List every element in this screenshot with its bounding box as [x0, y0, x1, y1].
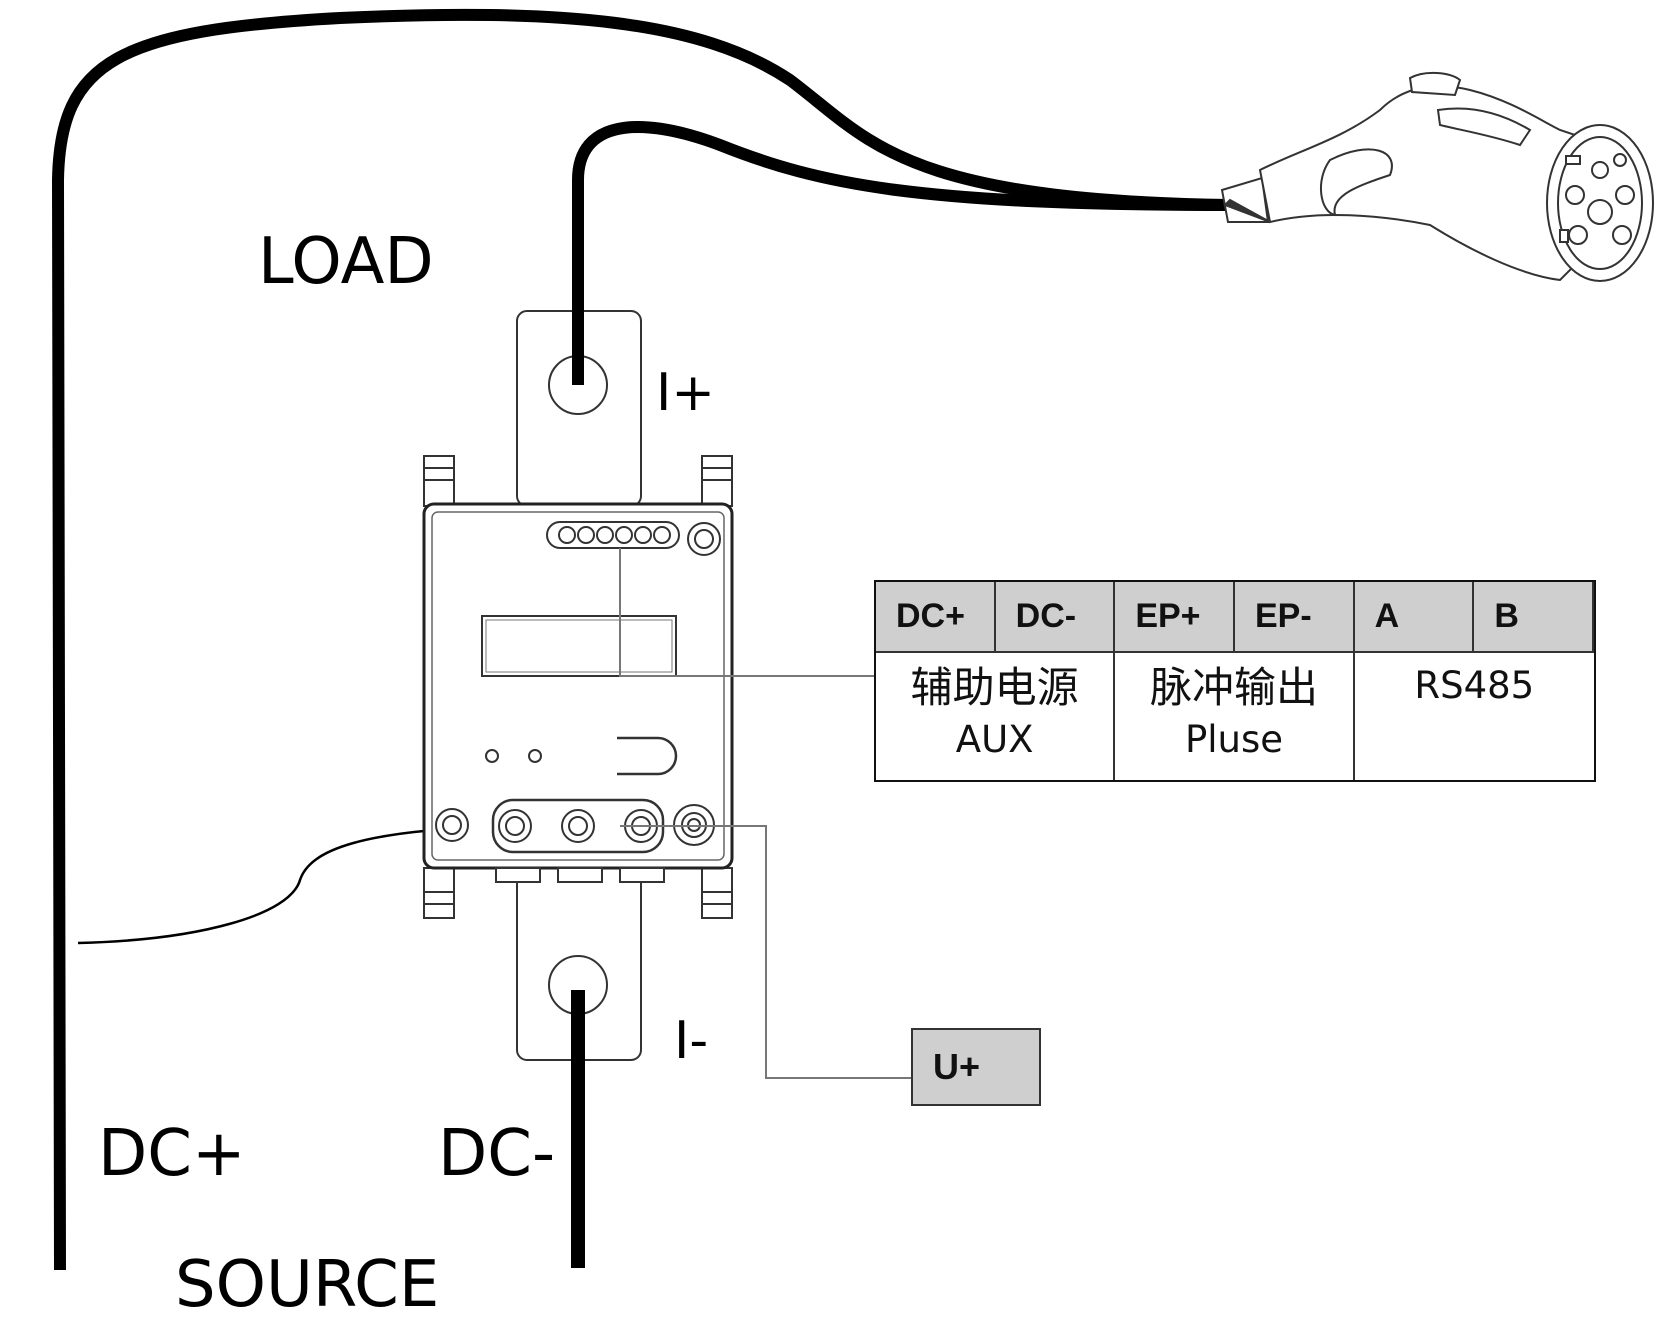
- button-outline: [617, 736, 678, 776]
- aux-thin-wire: [77, 824, 511, 945]
- group-rs485-en: RS485: [1414, 664, 1535, 707]
- header-dc-plus: DC+: [876, 582, 996, 653]
- header-b: B: [1474, 582, 1594, 653]
- meter-body: [422, 502, 734, 883]
- voltage-terminal-u-plus: U+: [911, 1028, 1041, 1106]
- load-label: LOAD: [258, 225, 434, 299]
- header-ep-plus: EP+: [1115, 582, 1235, 653]
- display-window: [481, 615, 677, 677]
- group-rs485: RS485: [1355, 653, 1594, 780]
- charging-plug-icon: [1220, 72, 1654, 282]
- dc-minus-label: DC-: [438, 1117, 555, 1191]
- i-minus-label: I-: [674, 1011, 708, 1071]
- dc-plus-label: DC+: [98, 1117, 246, 1191]
- dc-plus-cable: [51, 8, 1231, 1271]
- header-ep-minus: EP-: [1234, 582, 1355, 653]
- group-pulse-en: Pluse: [1184, 718, 1284, 761]
- group-pulse: 脉冲输出 Pluse: [1115, 653, 1355, 780]
- load-cable: [572, 121, 1231, 385]
- header-dc-minus: DC-: [995, 582, 1116, 653]
- group-aux: 辅助电源 AUX: [876, 653, 1116, 780]
- group-aux-cn: 辅助电源: [910, 663, 1079, 712]
- i-plus-label: I+: [656, 363, 715, 423]
- header-a: A: [1354, 582, 1475, 653]
- leader-lines: [619, 548, 911, 1079]
- top-busbar: [516, 310, 642, 507]
- source-label: SOURCE: [175, 1248, 439, 1322]
- group-pulse-cn: 脉冲输出: [1149, 663, 1318, 712]
- group-aux-en: AUX: [955, 718, 1034, 761]
- terminal-table: DC+ DC- EP+ EP- A B 辅助电源 AUX 脉冲输出 Pluse …: [874, 580, 1596, 782]
